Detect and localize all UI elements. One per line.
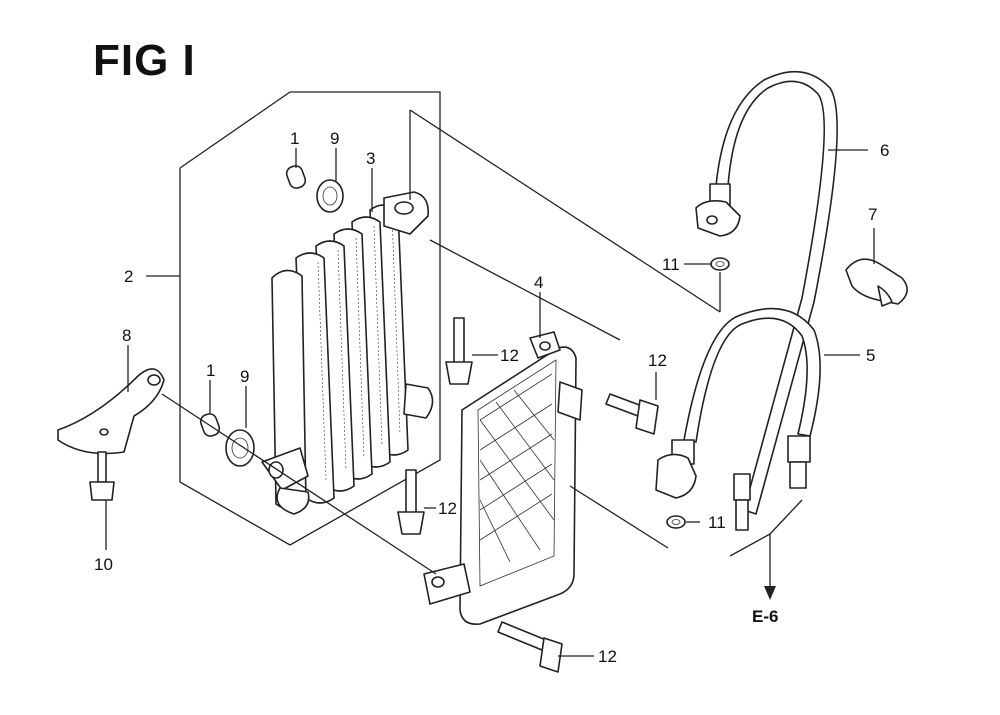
callout-2: 2	[124, 267, 133, 286]
callout-5: 5	[866, 346, 875, 365]
oil-hose-5-part	[655, 307, 821, 499]
bolt-10-part	[89, 451, 115, 501]
callout-12-c: 12	[438, 499, 457, 518]
rubber-mount-lower	[199, 413, 255, 467]
bolt-12-part	[397, 317, 659, 673]
callout-11-lower: 11	[708, 513, 726, 532]
callout-12-d: 12	[598, 647, 617, 666]
callout-labels: 1 9 3 2 4 6 7 5 8 1 9 10 11 11 12 12 12 …	[94, 129, 889, 666]
callout-9-lower: 9	[240, 367, 249, 386]
hose-clamp-7-part	[845, 258, 908, 307]
callout-3: 3	[366, 149, 375, 168]
leader-lines	[105, 109, 875, 657]
callout-12-a: 12	[500, 346, 519, 365]
oil-hose-6-part	[695, 70, 838, 531]
figure-title: FIG I	[93, 36, 196, 85]
callout-6: 6	[880, 141, 889, 160]
callout-1-upper: 1	[290, 129, 299, 148]
callout-11-upper: 11	[662, 255, 680, 274]
callout-9-upper: 9	[330, 129, 339, 148]
callout-10: 10	[94, 555, 113, 574]
reference-label: E-6	[752, 607, 778, 626]
stay-bracket-part	[57, 368, 165, 455]
assembly-outline	[179, 91, 441, 546]
callout-4: 4	[534, 273, 543, 292]
cooler-guard-part	[423, 331, 583, 626]
callout-8: 8	[122, 326, 131, 345]
callout-12-b: 12	[648, 351, 667, 370]
rubber-mount-upper	[285, 165, 344, 213]
washer-part	[666, 257, 730, 529]
callout-7: 7	[868, 205, 877, 224]
oil-cooler-part	[261, 191, 434, 515]
callout-1-lower: 1	[206, 361, 215, 380]
